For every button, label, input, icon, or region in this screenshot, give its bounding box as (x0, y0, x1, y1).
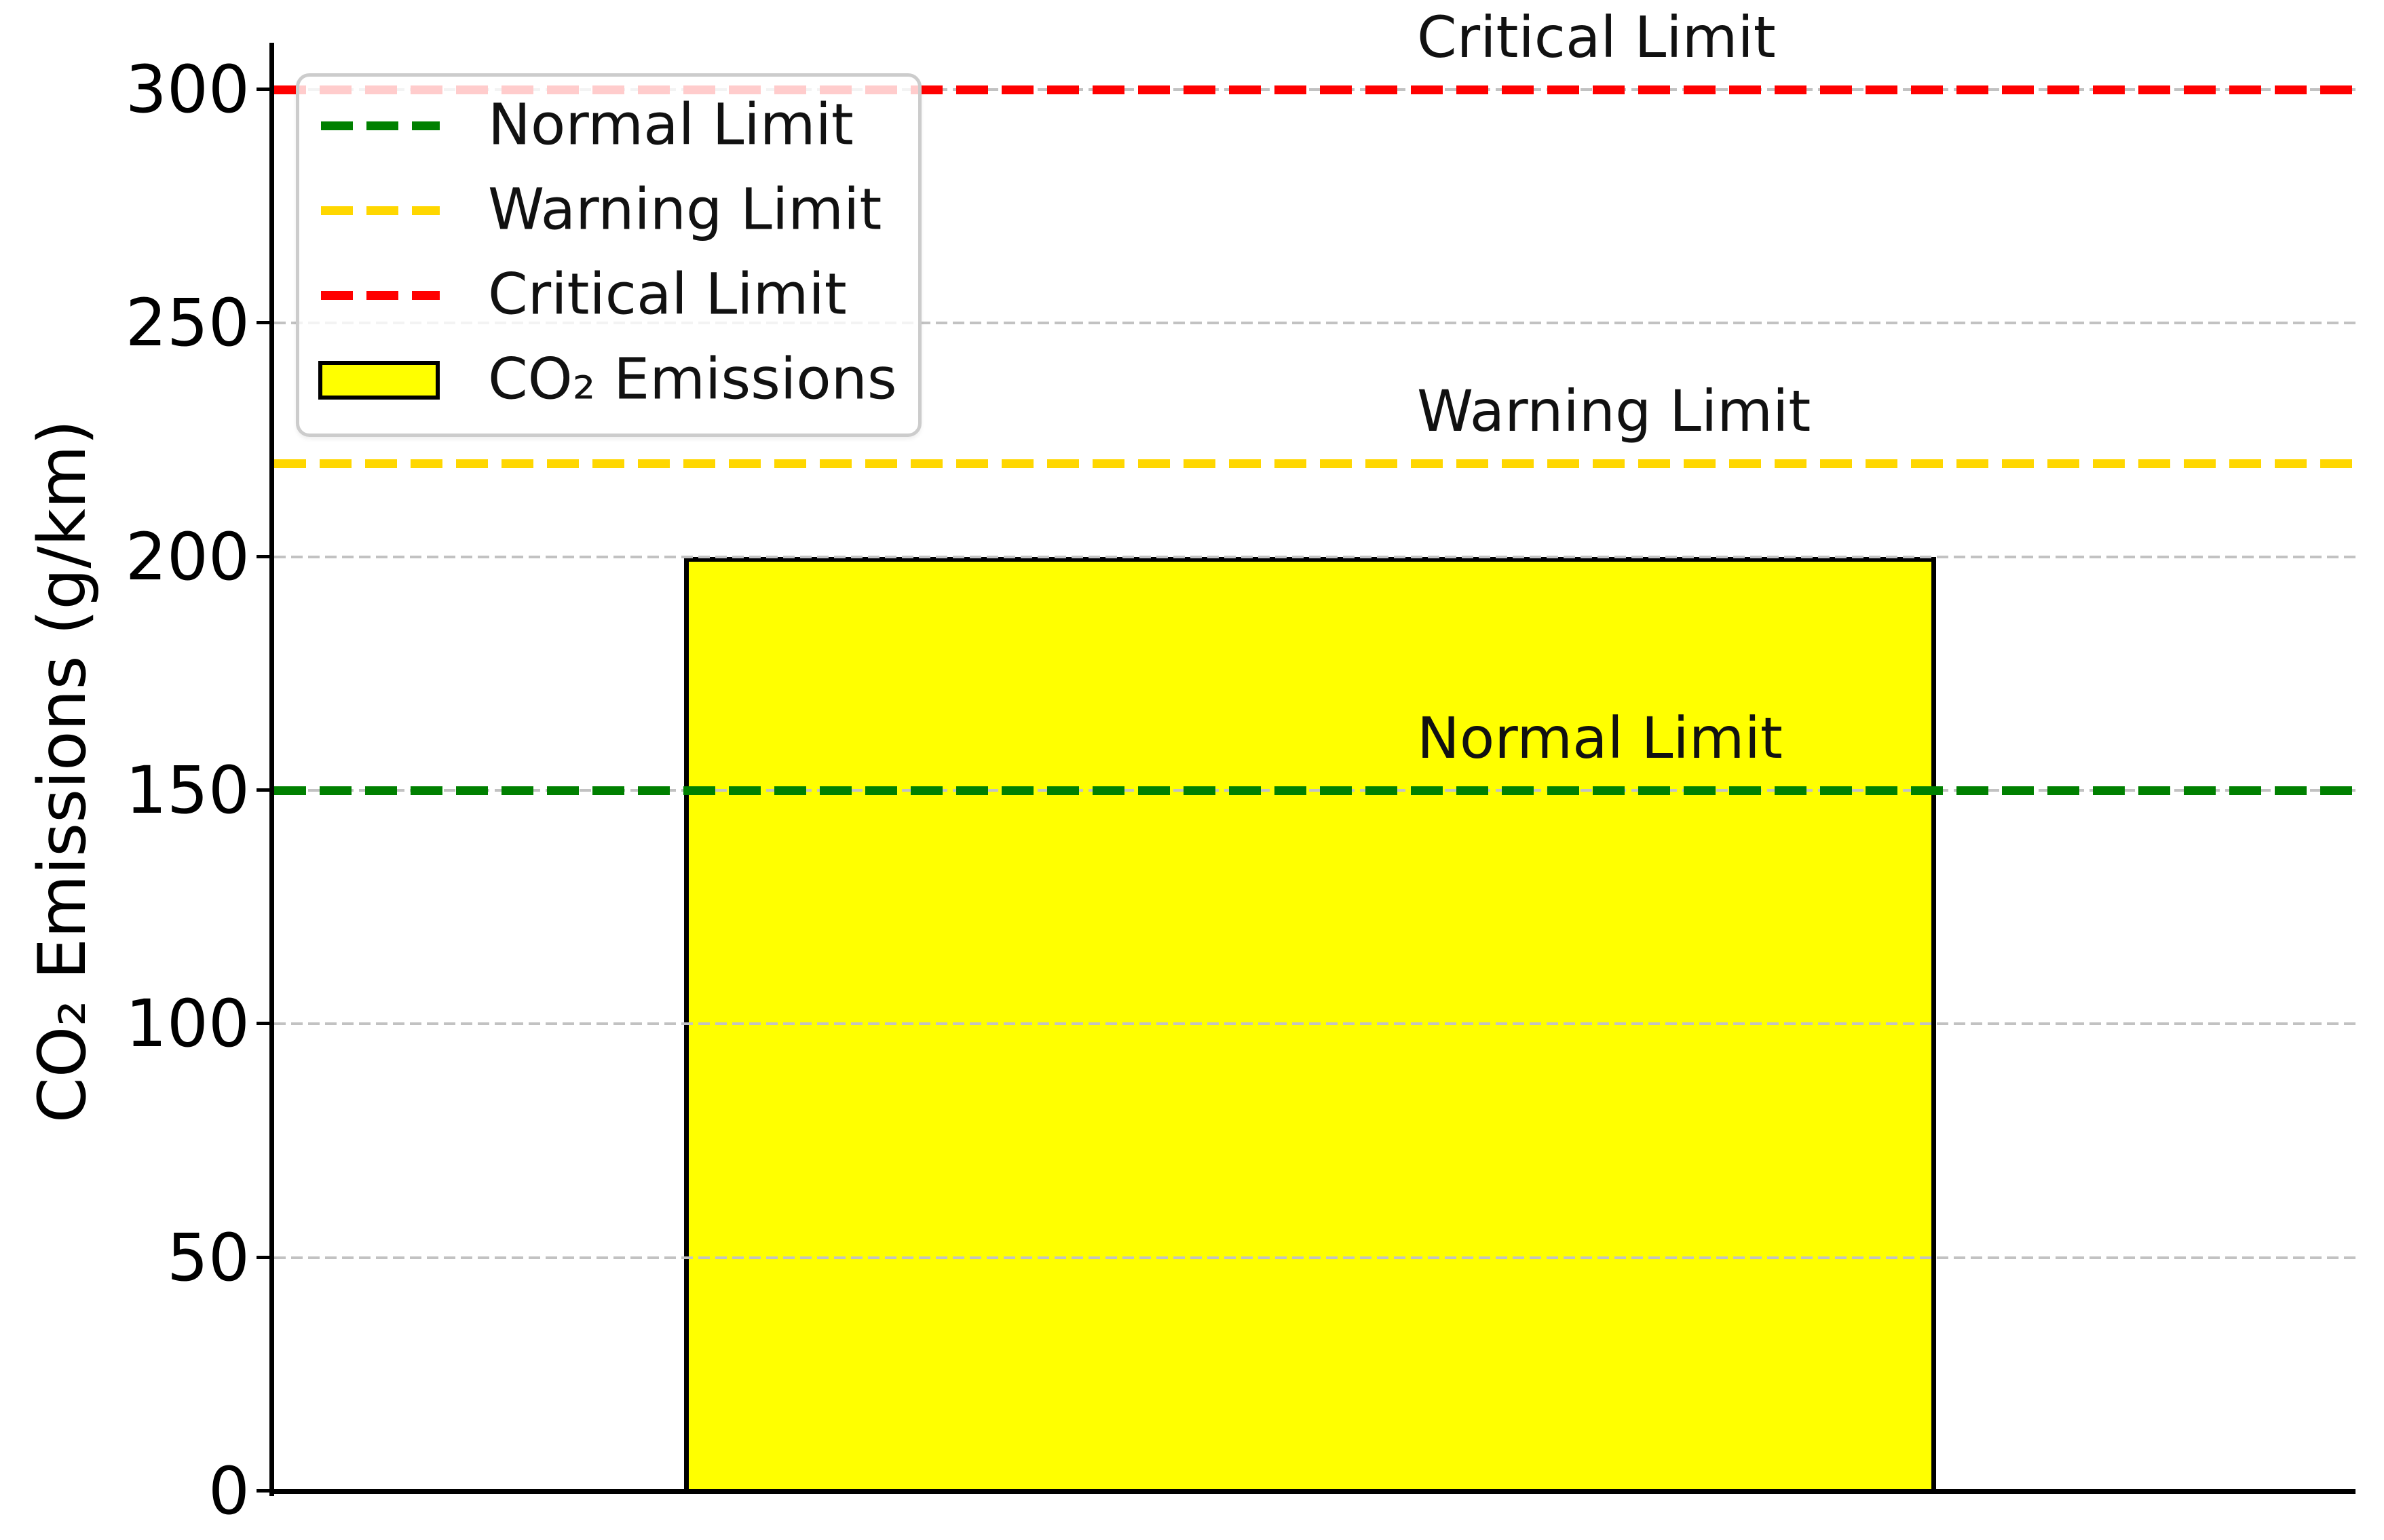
legend-label: Critical Limit (488, 261, 847, 328)
legend-line-critical-limit (321, 291, 440, 300)
annotation-warning-limit: Warning Limit (1417, 378, 1811, 445)
y-tick-label: 100 (125, 986, 250, 1062)
y-tick-mark (257, 1489, 273, 1493)
y-tick-mark (257, 1255, 273, 1259)
co2-emissions-bar (683, 556, 1936, 1494)
legend-label: Normal Limit (488, 91, 854, 158)
y-tick-label: 150 (125, 752, 250, 828)
y-tick-mark (257, 788, 273, 792)
y-gridline (274, 555, 2355, 558)
legend-swatch-co-emissions (318, 360, 440, 400)
legend-label: CO₂ Emissions (488, 345, 897, 412)
y-gridline (274, 1022, 2355, 1026)
y-tick-mark (257, 554, 273, 558)
y-tick-label: 200 (125, 518, 250, 595)
normal-limit-line (274, 786, 2355, 795)
warning-limit-line (274, 459, 2355, 468)
y-gridline (274, 322, 2355, 325)
y-tick-mark (257, 1022, 273, 1026)
y-tick-label: 250 (125, 285, 250, 362)
y-tick-label: 0 (208, 1453, 250, 1529)
legend-line-normal-limit (321, 121, 440, 130)
y-tick-label: 300 (125, 51, 250, 128)
annotation-critical-limit: Critical Limit (1417, 4, 1776, 71)
y-gridline (274, 1256, 2355, 1259)
y-axis-spine (269, 43, 274, 1496)
legend-label: Warning Limit (488, 176, 882, 243)
y-tick-mark (257, 87, 273, 91)
annotation-normal-limit: Normal Limit (1417, 705, 1783, 772)
y-tick-label: 50 (166, 1219, 250, 1296)
legend-line-warning-limit (321, 206, 440, 215)
y-tick-mark (257, 321, 273, 325)
x-axis-spine (269, 1489, 2355, 1494)
